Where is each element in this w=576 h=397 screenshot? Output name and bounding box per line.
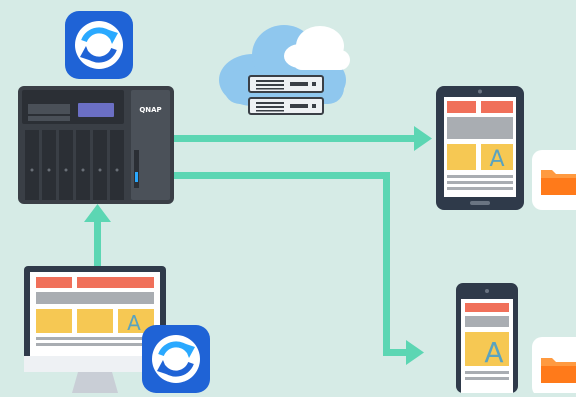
arrow-nas-to-tablet (174, 126, 432, 151)
arrow-monitor-to-nas (84, 204, 111, 268)
tablet-doc-glyph: A (489, 147, 504, 172)
phone-icon: A (456, 283, 518, 393)
nas-brand-label: QNAP (139, 106, 161, 114)
monitor-icon: A (24, 266, 166, 393)
arrow-nas-to-phone (174, 172, 424, 365)
monitor-doc-glyph: A (127, 311, 141, 335)
nas-icon: QNAP (18, 86, 174, 204)
phone-doc-glyph: A (484, 336, 503, 369)
folder-icon (532, 337, 576, 397)
tablet-icon: A (436, 86, 524, 210)
sync-icon (142, 325, 210, 393)
sync-icon (65, 11, 133, 79)
folder-icon (532, 150, 576, 210)
server-icon (248, 75, 324, 115)
